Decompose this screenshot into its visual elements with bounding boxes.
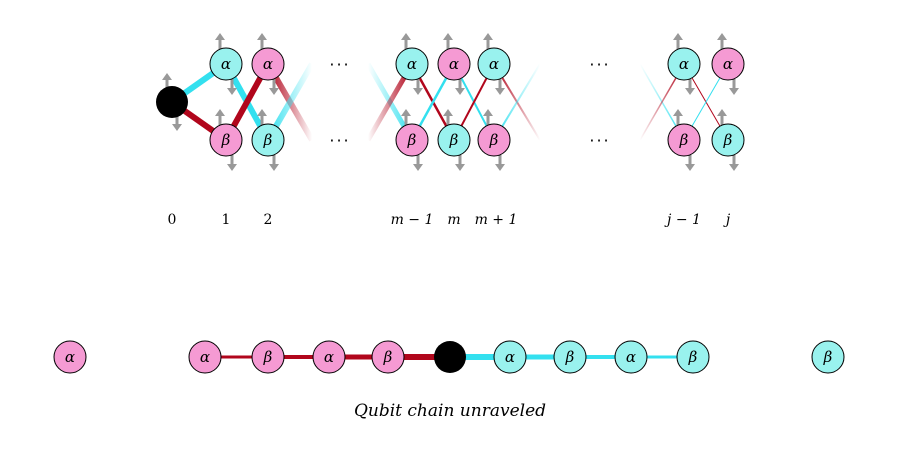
top-network: α β α β α β α β	[156, 33, 745, 228]
chain-node-alpha: α	[312, 340, 346, 374]
chain-node-beta: β	[371, 340, 405, 374]
chain-node-beta: β	[676, 340, 710, 374]
svg-text:β: β	[688, 348, 698, 366]
node-alpha: α	[437, 47, 471, 81]
svg-text:β: β	[489, 131, 499, 149]
svg-text:α: α	[505, 348, 515, 366]
chain-node-alpha: α	[53, 340, 87, 374]
site-label: m + 1	[475, 212, 518, 228]
svg-text:β: β	[565, 348, 575, 366]
node-beta: β	[667, 123, 701, 157]
chain-node-alpha: α	[188, 340, 222, 374]
node-beta: β	[711, 123, 745, 157]
svg-text:β: β	[263, 348, 273, 366]
chain-node-alpha: α	[493, 340, 527, 374]
svg-text:α: α	[65, 348, 75, 366]
node-alpha: α	[711, 47, 745, 81]
svg-text:α: α	[324, 348, 334, 366]
node-beta: β	[395, 123, 429, 157]
site-label: 0	[168, 212, 177, 228]
svg-text:β: β	[221, 131, 231, 149]
svg-text:β: β	[407, 131, 417, 149]
svg-text:α: α	[489, 55, 499, 73]
svg-text:β: β	[823, 348, 833, 366]
site-label: 1	[222, 212, 231, 228]
svg-text:α: α	[407, 55, 417, 73]
svg-text:α: α	[200, 348, 210, 366]
svg-text:β: β	[263, 131, 273, 149]
node-beta: β	[477, 123, 511, 157]
unraveled-chain: α α β α β α β α	[53, 340, 845, 374]
node-alpha: α	[395, 47, 429, 81]
site-label: m − 1	[391, 212, 434, 228]
svg-text:α: α	[723, 55, 733, 73]
svg-text:α: α	[449, 55, 459, 73]
site-label: m	[447, 212, 460, 228]
svg-text:β: β	[723, 131, 733, 149]
chain-node-beta: β	[553, 340, 587, 374]
node-alpha: α	[251, 47, 285, 81]
node-alpha: α	[477, 47, 511, 81]
ellipsis: ···	[589, 55, 610, 74]
site-label: 2	[264, 212, 273, 228]
chain-node-beta: β	[251, 340, 285, 374]
svg-text:β: β	[449, 131, 459, 149]
node-alpha: α	[209, 47, 243, 81]
node-alpha: α	[667, 47, 701, 81]
node-beta: β	[209, 123, 243, 157]
svg-text:α: α	[263, 55, 273, 73]
site-label: j	[723, 212, 731, 228]
chain-node-alpha: α	[614, 340, 648, 374]
svg-text:β: β	[679, 131, 689, 149]
ellipsis: ···	[329, 131, 350, 150]
chain-node-beta: β	[811, 340, 845, 374]
ellipsis: ···	[329, 55, 350, 74]
svg-text:α: α	[221, 55, 231, 73]
svg-text:α: α	[679, 55, 689, 73]
svg-text:β: β	[383, 348, 393, 366]
chain-center-node	[434, 341, 466, 373]
node-beta: β	[437, 123, 471, 157]
svg-text:α: α	[626, 348, 636, 366]
ellipsis: ···	[589, 131, 610, 150]
caption: Qubit chain unraveled	[354, 401, 546, 421]
center-node	[156, 86, 188, 118]
node-beta: β	[251, 123, 285, 157]
site-label: j − 1	[664, 212, 701, 228]
